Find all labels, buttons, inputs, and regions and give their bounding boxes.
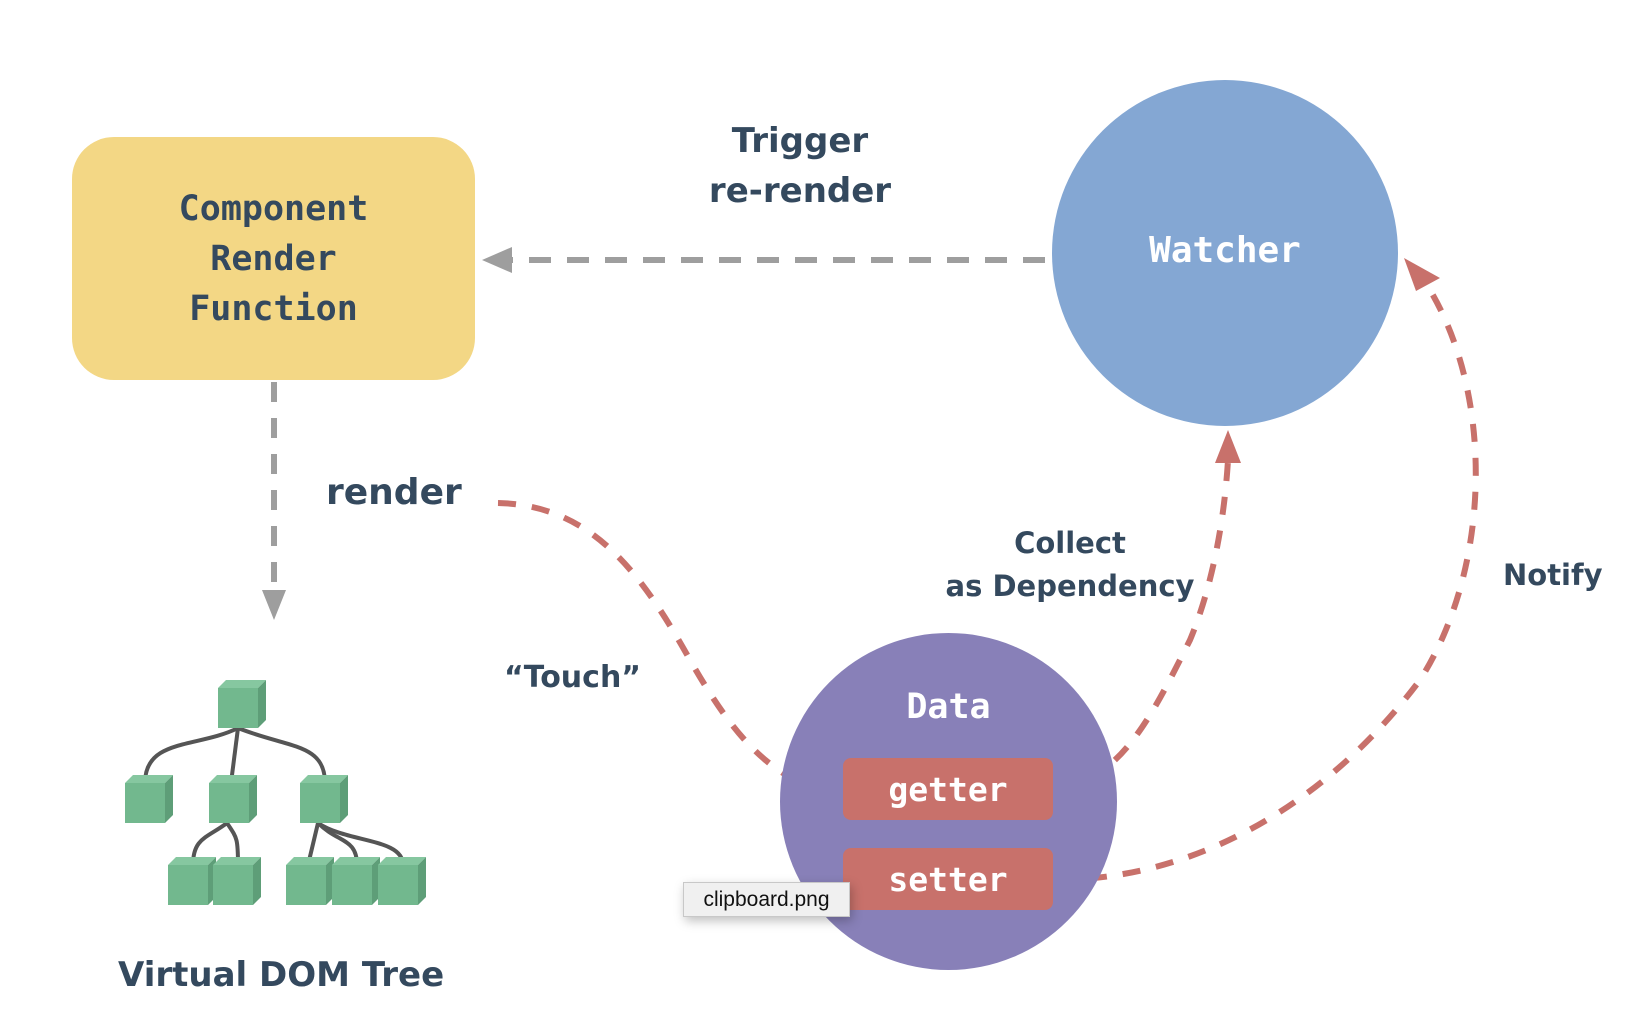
file-tooltip: clipboard.png: [683, 882, 850, 917]
component-render-function-node: Component Render Function: [72, 137, 475, 380]
setter-node: setter: [843, 848, 1053, 910]
collect-dependency-label: Collect as Dependency: [940, 522, 1200, 608]
data-label: Data: [906, 687, 991, 727]
collect-dependency-arrow: [1054, 430, 1241, 793]
arrowhead-diagonal-icon: [1404, 258, 1440, 291]
tree-node-cube-icon: [218, 680, 266, 728]
tree-node-cube-icon: [332, 857, 380, 905]
watcher-node: Watcher: [1052, 80, 1398, 426]
notify-arrow: [1054, 258, 1479, 883]
tree-edge: [237, 726, 327, 784]
trigger-label-line2: re-render: [708, 171, 892, 211]
collect-label-line1: Collect: [1014, 526, 1126, 560]
virtual-dom-tree-label: Virtual DOM Tree: [118, 955, 445, 995]
getter-node: getter: [843, 758, 1053, 820]
tree-node-cube-icon: [300, 775, 348, 823]
data-node: Data getter setter: [780, 633, 1117, 970]
tree-node-cube-icon: [286, 857, 334, 905]
tree-node-cube-icon: [125, 775, 173, 823]
arrowhead-left-icon: [482, 247, 512, 273]
tree-node-cube-icon: [168, 857, 216, 905]
virtual-dom-tree-icon: [125, 680, 426, 905]
trigger-rerender-label: Trigger re-render: [690, 116, 910, 216]
notify-label: Notify: [1503, 558, 1603, 592]
tree-edge: [229, 727, 240, 784]
trigger-label-line1: Trigger: [731, 121, 869, 161]
arrowhead-up-icon: [1215, 430, 1241, 463]
trigger-rerender-arrow: [482, 247, 1045, 273]
arrowhead-down-icon: [262, 590, 286, 620]
watcher-label: Watcher: [1149, 230, 1301, 271]
render-label: render: [326, 472, 462, 513]
tree-node-cube-icon: [378, 857, 426, 905]
tree-edge: [143, 726, 239, 784]
collect-label-line2: as Dependency: [945, 569, 1195, 603]
render-arrow: [262, 382, 286, 620]
tree-node-cube-icon: [209, 775, 257, 823]
tree-node-cube-icon: [213, 857, 261, 905]
component-render-function-label: Component Render Function: [178, 188, 369, 329]
touch-label: “Touch”: [504, 660, 642, 695]
